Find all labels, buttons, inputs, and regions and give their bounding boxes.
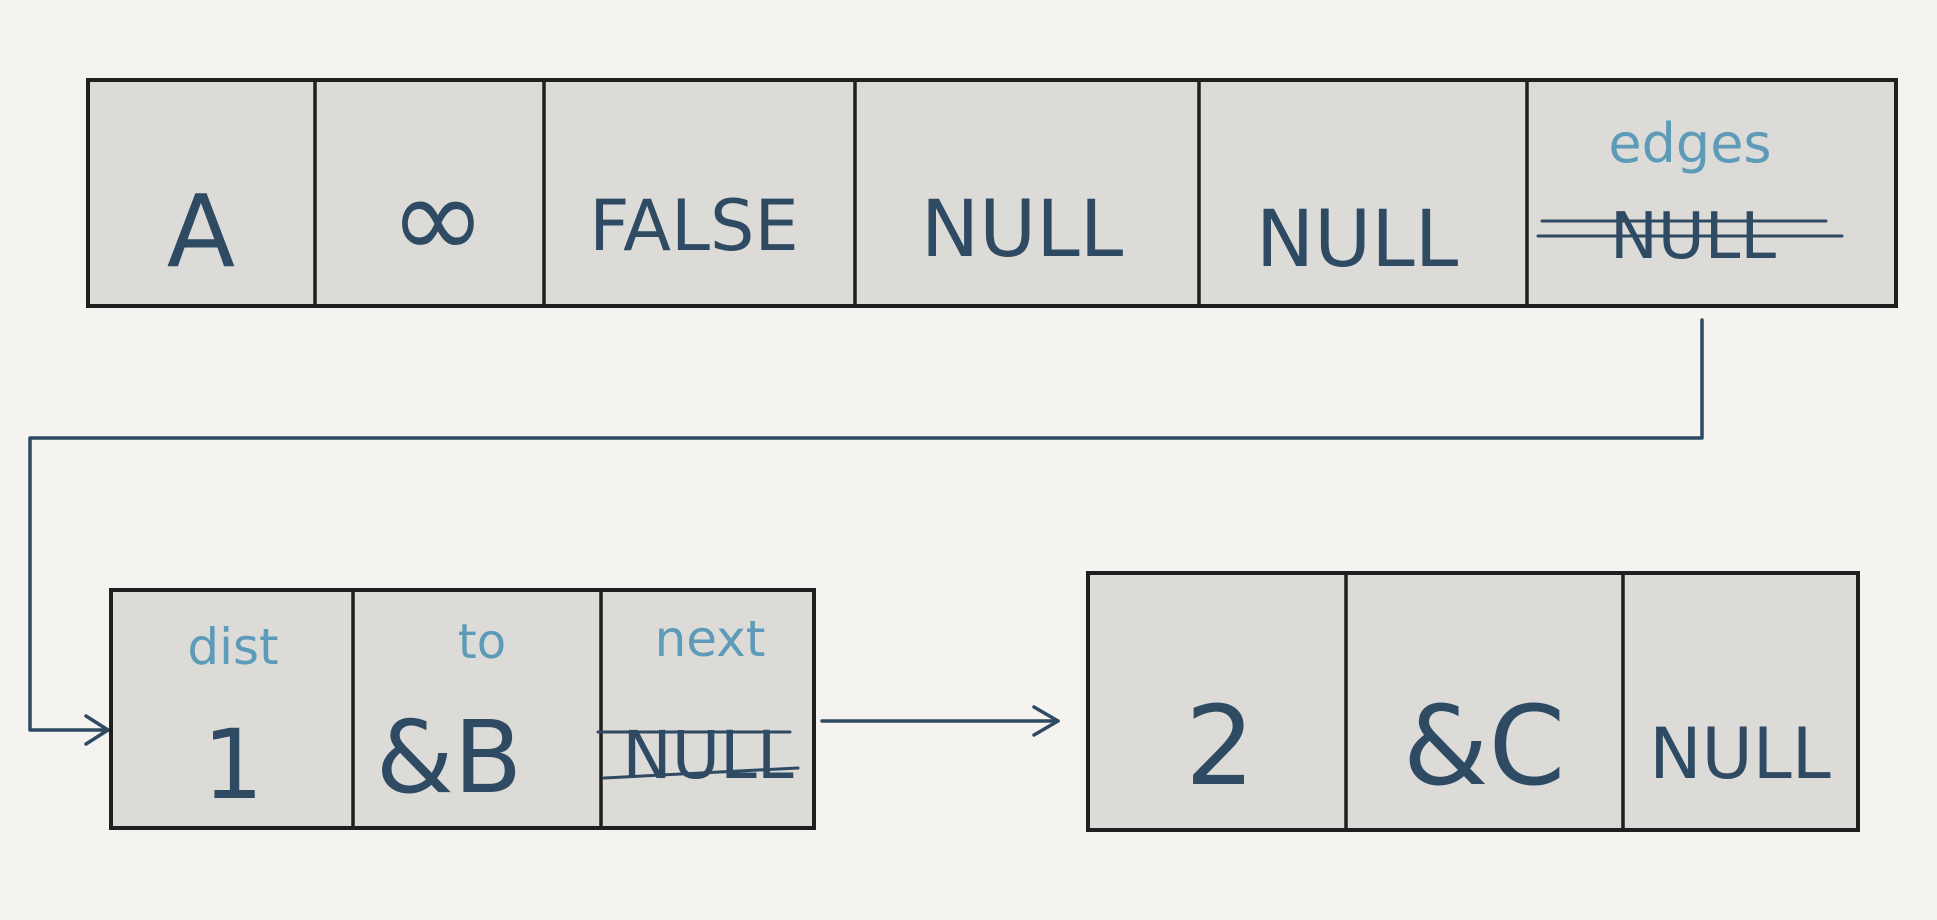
edge-node-1-next-strike-2 [602, 766, 800, 780]
edge-node-1-dist-value: 1 [202, 709, 263, 821]
vertex-distance: ∞ [390, 151, 487, 286]
edges-pointer-arrowhead [84, 714, 110, 746]
edge-node-2-next-value: NULL [1649, 713, 1831, 795]
vertex-field-4: NULL [921, 185, 1124, 275]
edge-node-1-next-old-value: NULL [622, 717, 793, 794]
vertex-visited: FALSE [589, 185, 798, 267]
next-pointer-arrowhead [1032, 705, 1060, 737]
vertex-record: A ∞ FALSE NULL NULL edges NULL [86, 78, 1898, 308]
edge-node-2: 2 &C NULL [1086, 571, 1860, 832]
vertex-record-box [86, 78, 1898, 308]
edge-node-2-dist-value: 2 [1185, 682, 1255, 810]
vertex-edges-label: edges [1608, 112, 1771, 175]
edge-node-1-to-label: to [458, 614, 506, 670]
edge-node-2-to-value: &C [1403, 682, 1566, 810]
edge-node-1-next-label: next [655, 610, 766, 668]
edge-node-1-to-value: &B [376, 699, 523, 816]
edges-pointer-connector [28, 318, 1704, 732]
edge-node-2-box [1086, 571, 1860, 832]
edge-node-1: dist 1 to &B next NULL [109, 588, 816, 830]
edge-node-1-box [109, 588, 816, 830]
vertex-name: A [167, 173, 235, 290]
vertex-field-5: NULL [1256, 195, 1459, 285]
edge-node-1-dist-label: dist [187, 618, 278, 676]
